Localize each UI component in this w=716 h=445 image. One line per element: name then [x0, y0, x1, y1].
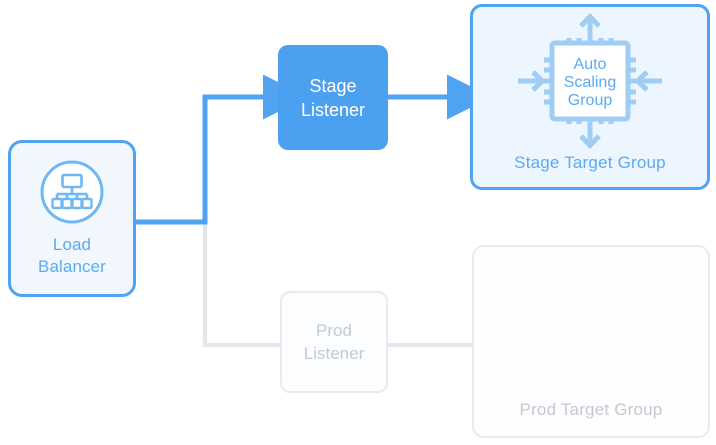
- prod-listener-label-line2: Listener: [303, 344, 365, 363]
- stage-listener-label-line2: Listener: [300, 99, 366, 120]
- cpu-chip-icon: [549, 40, 631, 122]
- node-prod-target-group[interactable]: Prod Target Group: [472, 245, 710, 438]
- node-stage-listener[interactable]: Stage Listener: [278, 45, 388, 150]
- node-label: Stage Listener: [301, 74, 365, 122]
- node-label: Prod Listener: [304, 319, 364, 365]
- prod-target-group-label: Prod Target Group: [519, 400, 663, 419]
- auto-scaling-group-line1: Auto: [574, 56, 607, 73]
- node-stage-target-group[interactable]: Auto Scaling Group Stage Target Group: [470, 4, 710, 190]
- load-balancer-label-line2: Balancer: [38, 257, 106, 276]
- connector-load-balancer-to-prod-listener: [203, 222, 281, 347]
- arrow-up-icon: [579, 13, 601, 41]
- auto-scaling-group-line2: Scaling: [564, 74, 616, 91]
- stage-listener-label-line1: Stage: [309, 75, 357, 96]
- load-balancer-label-line1: Load: [52, 235, 92, 254]
- node-load-balancer[interactable]: Load Balancer: [8, 140, 136, 297]
- hierarchy-icon: [40, 160, 104, 224]
- node-label: Load Balancer: [38, 234, 106, 278]
- node-prod-listener[interactable]: Prod Listener: [280, 291, 388, 393]
- arrow-down-icon: [579, 121, 601, 149]
- connector-load-balancer-to-stage-listener: [136, 74, 308, 225]
- auto-scaling-group-line3: Group: [568, 92, 613, 109]
- auto-scaling-group-graphic: Auto Scaling Group: [518, 13, 662, 149]
- stage-target-group-label: Stage Target Group: [514, 153, 666, 172]
- arrow-left-icon: [633, 70, 662, 92]
- prod-listener-label-line1: Prod: [316, 321, 352, 340]
- arrow-right-icon: [518, 70, 547, 92]
